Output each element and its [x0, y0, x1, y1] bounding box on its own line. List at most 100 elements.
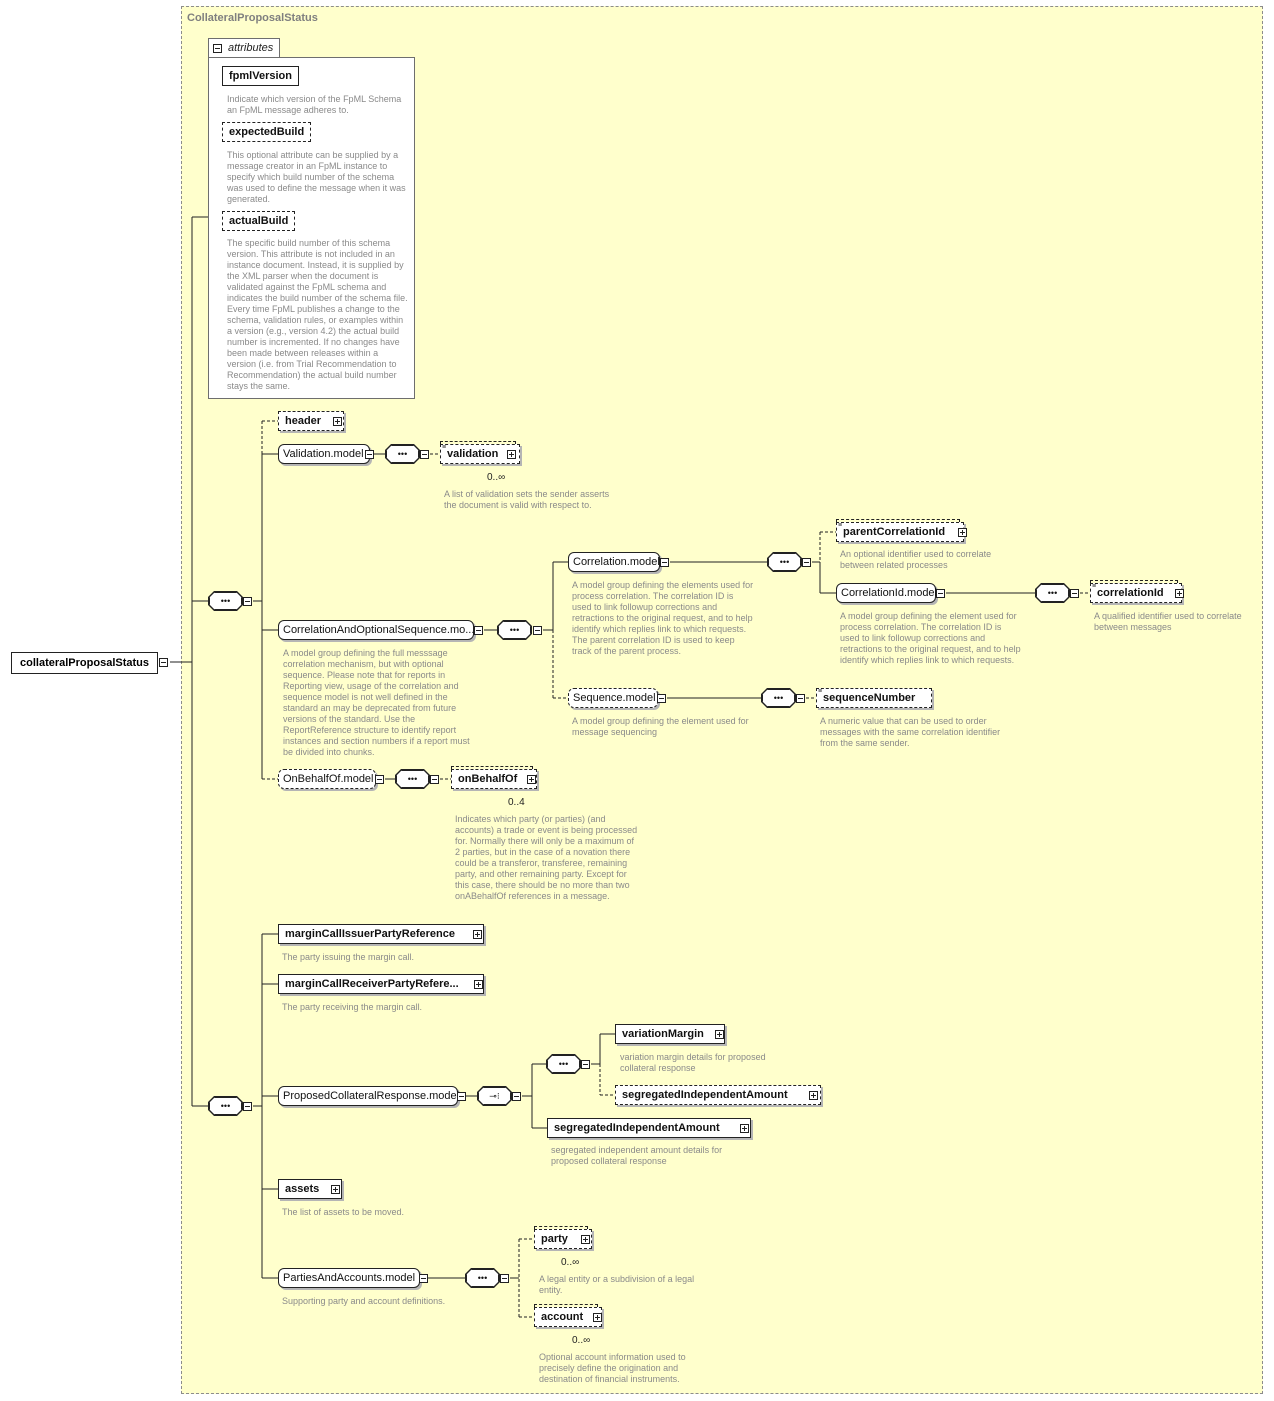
element-account[interactable]: account	[534, 1304, 602, 1327]
element-segregated-independent-amount[interactable]: segregatedIndependentAmount	[547, 1118, 751, 1138]
collapse-toggle-icon[interactable]	[420, 450, 429, 459]
element-doc: A qualified identifier used to correlate…	[1094, 611, 1242, 632]
sequence-compositor-icon[interactable]: •••	[768, 553, 801, 571]
collapse-toggle-icon[interactable]	[365, 450, 374, 459]
sequence-compositor-icon[interactable]: •••	[498, 621, 531, 639]
element-assets[interactable]: assets	[278, 1179, 342, 1199]
expand-toggle-icon[interactable]	[581, 1235, 590, 1244]
cardinality: 0..∞	[561, 1257, 580, 1268]
collapse-toggle-icon[interactable]	[430, 775, 439, 784]
collapse-toggle-icon[interactable]	[533, 626, 542, 635]
collapse-toggle-icon[interactable]	[375, 775, 384, 784]
attribute-fpml-version[interactable]: fpmlVersion	[222, 66, 299, 86]
element-name: marginCallIssuerPartyReference	[285, 928, 455, 940]
group-sequence-model[interactable]: Sequence.model	[568, 688, 658, 708]
expand-toggle-icon[interactable]	[809, 1091, 818, 1100]
group-correlation-id-model[interactable]: CorrelationId.model	[836, 583, 937, 603]
collapse-toggle-icon[interactable]	[243, 597, 252, 606]
expand-toggle-icon[interactable]	[333, 417, 342, 426]
expand-toggle-icon[interactable]	[593, 1313, 602, 1322]
group-validation-model[interactable]: Validation.model	[278, 444, 370, 464]
group-correlation-and-optional-sequence[interactable]: CorrelationAndOptionalSequence.mo...	[278, 620, 474, 640]
collapse-toggle-icon[interactable]	[802, 558, 811, 567]
attribute-actual-build[interactable]: actualBuild	[222, 211, 296, 231]
element-name: segregatedIndependentAmount	[554, 1122, 720, 1134]
collapse-toggle-icon[interactable]	[1070, 589, 1079, 598]
element-variation-margin[interactable]: variationMargin	[615, 1024, 725, 1044]
element-name: header	[285, 415, 322, 427]
sequence-compositor-icon[interactable]: •••	[466, 1269, 499, 1287]
collapse-toggle-icon[interactable]	[796, 694, 805, 703]
expand-toggle-icon[interactable]	[473, 930, 482, 939]
expand-toggle-icon[interactable]	[715, 1030, 724, 1039]
choice-compositor-icon[interactable]: ⊸⁝	[478, 1087, 511, 1105]
element-name: parentCorrelationId	[843, 526, 946, 538]
collapse-toggle-icon[interactable]	[419, 1274, 428, 1283]
element-name: party	[541, 1233, 568, 1245]
element-doc: The list of assets to be moved.	[282, 1207, 405, 1217]
collapse-toggle-icon[interactable]	[243, 1102, 252, 1111]
attributes-marker-icon: ≡	[442, 444, 447, 451]
element-correlation-id[interactable]: ≡ correlationId	[1090, 580, 1182, 603]
sequence-compositor-icon[interactable]: •••	[209, 1097, 242, 1115]
sequence-compositor-icon[interactable]: •••	[386, 445, 419, 463]
sequence-compositor-icon[interactable]: •••	[1036, 584, 1069, 602]
expand-toggle-icon[interactable]	[331, 1185, 340, 1194]
sequence-compositor-icon[interactable]: •••	[209, 592, 242, 610]
element-doc: Optional account information used to pre…	[539, 1352, 686, 1384]
element-parent-correlation-id[interactable]: ≡ parentCorrelationId	[836, 519, 964, 542]
collapse-toggle-icon[interactable]	[213, 44, 222, 53]
group-name: ProposedCollateralResponse.model	[283, 1090, 460, 1102]
element-doc: An optional identifier used to correlate…	[840, 549, 992, 570]
group-doc: A model group defining the elements used…	[572, 580, 754, 656]
element-name: variationMargin	[622, 1028, 704, 1040]
attribute-expected-build[interactable]: expectedBuild	[222, 122, 312, 142]
group-parties-and-accounts-model[interactable]: PartiesAndAccounts.model	[278, 1268, 420, 1288]
attributes-tab[interactable]: attributes	[208, 38, 280, 58]
element-sequence-number[interactable]: ≡ sequenceNumber	[816, 688, 932, 708]
cardinality: 0..∞	[572, 1335, 591, 1346]
attribute-doc: Indicate which version of the FpML Schem…	[227, 94, 402, 115]
collapse-toggle-icon[interactable]	[581, 1060, 590, 1069]
collapse-toggle-icon[interactable]	[660, 558, 669, 567]
element-name: validation	[447, 448, 499, 460]
element-on-behalf-of[interactable]: onBehalfOf	[451, 766, 537, 789]
complex-type-label: CollateralProposalStatus	[187, 12, 318, 24]
sequence-compositor-icon[interactable]: •••	[396, 770, 429, 788]
cardinality: 0..∞	[487, 472, 506, 483]
element-header[interactable]: header	[278, 411, 344, 431]
attribute-name: expectedBuild	[229, 126, 305, 138]
root-element[interactable]: collateralProposalStatus	[11, 652, 158, 674]
collapse-toggle-icon[interactable]	[159, 658, 168, 667]
collapse-toggle-icon[interactable]	[512, 1092, 521, 1101]
expand-toggle-icon[interactable]	[474, 980, 483, 989]
expand-toggle-icon[interactable]	[958, 528, 967, 537]
group-name: PartiesAndAccounts.model	[283, 1272, 416, 1284]
expand-toggle-icon[interactable]	[527, 775, 536, 784]
collapse-toggle-icon[interactable]	[457, 1092, 466, 1101]
element-doc: The party receiving the margin call.	[282, 1002, 423, 1012]
expand-toggle-icon[interactable]	[1175, 589, 1184, 598]
element-name: account	[541, 1311, 584, 1323]
element-party[interactable]: party	[534, 1226, 592, 1249]
sequence-compositor-icon[interactable]: •••	[547, 1055, 580, 1073]
group-proposed-collateral-response-model[interactable]: ProposedCollateralResponse.model	[278, 1086, 460, 1106]
element-doc: A list of validation sets the sender ass…	[444, 489, 610, 510]
element-doc: Indicates which party (or parties) (and …	[455, 814, 638, 901]
element-validation[interactable]: ≡ validation	[440, 441, 520, 464]
sequence-compositor-icon[interactable]: •••	[762, 689, 795, 707]
group-on-behalf-of-model[interactable]: OnBehalfOf.model	[278, 769, 376, 789]
collapse-toggle-icon[interactable]	[657, 694, 666, 703]
collapse-toggle-icon[interactable]	[500, 1274, 509, 1283]
expand-toggle-icon[interactable]	[507, 450, 516, 459]
element-margin-call-issuer-party-reference[interactable]: marginCallIssuerPartyReference	[278, 924, 484, 944]
expand-toggle-icon[interactable]	[740, 1124, 749, 1133]
group-correlation-model[interactable]: Correlation.model	[568, 552, 660, 572]
group-name: Validation.model	[283, 448, 364, 460]
element-margin-call-receiver-party-reference[interactable]: marginCallReceiverPartyRefere...	[278, 974, 484, 994]
element-segregated-independent-amount-optional[interactable]: segregatedIndependentAmount	[615, 1085, 821, 1105]
collapse-toggle-icon[interactable]	[936, 589, 945, 598]
attributes-marker-icon: ≡	[818, 688, 823, 695]
collapse-toggle-icon[interactable]	[474, 626, 483, 635]
